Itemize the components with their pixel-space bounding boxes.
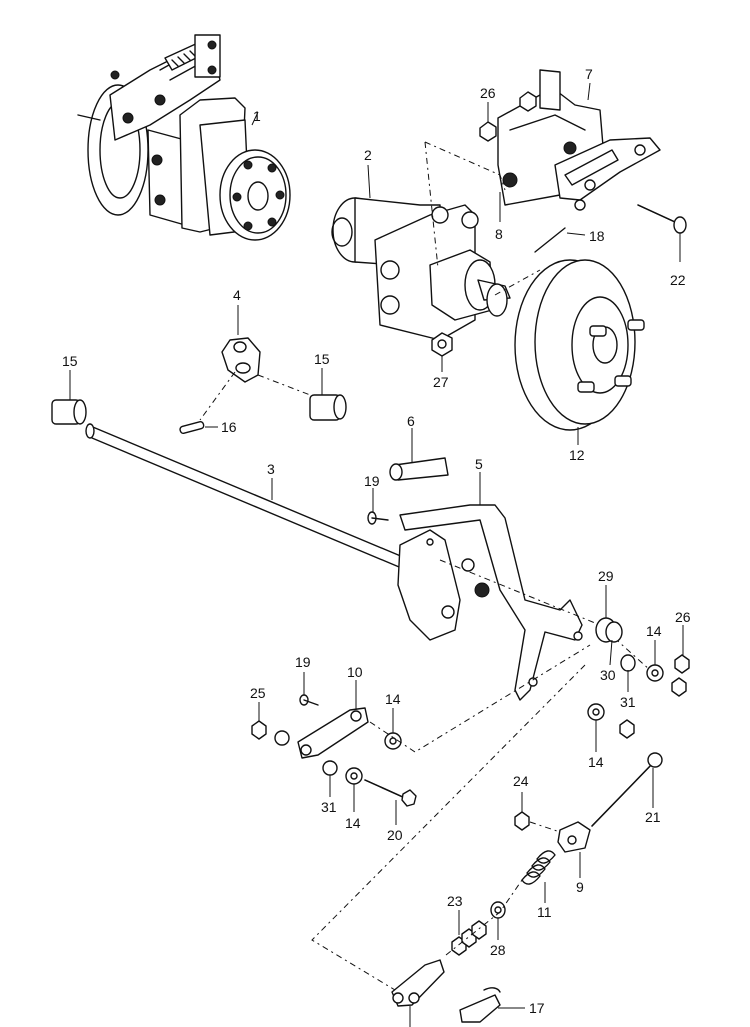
part-1-brake-hub-assembly	[77, 34, 291, 241]
part-17-clip	[459, 987, 501, 1023]
part-7-caliper	[497, 69, 661, 211]
leader-2	[367, 164, 371, 199]
callout-10: 10	[347, 664, 363, 680]
callout-1: 1	[253, 108, 261, 124]
part-20-bolt	[364, 779, 417, 807]
part-15-bushing-right	[309, 394, 347, 421]
part-11-spring	[521, 850, 556, 885]
callout-14-right: 14	[646, 623, 662, 639]
part-31-washer-right	[620, 654, 636, 672]
part-14-washer-left	[345, 767, 363, 785]
leader-7	[587, 82, 591, 101]
callout-26-right: 26	[675, 609, 691, 625]
callout-15-right: 15	[314, 351, 330, 367]
callout-16: 16	[221, 419, 237, 435]
callout-14-left: 14	[345, 815, 361, 831]
callout-31-right: 31	[620, 694, 636, 710]
assembly-line-10-14	[369, 644, 591, 753]
part-15-bushing-left	[51, 399, 87, 425]
assembly-line-lower	[311, 664, 586, 991]
callout-28: 28	[490, 942, 506, 958]
part-2-wheel-motor	[331, 197, 511, 341]
callout-6: 6	[407, 413, 415, 429]
assembly-line-clevis	[445, 879, 523, 956]
leader-30	[609, 639, 613, 666]
assembly-line-4-15	[257, 374, 319, 399]
part-26-nut-right	[671, 654, 690, 697]
part-clevis	[391, 959, 445, 1007]
part-29-spacer	[595, 617, 623, 643]
callout-22: 22	[670, 272, 686, 288]
part-12-brake-disc	[514, 259, 645, 431]
callout-19-lower: 19	[295, 654, 311, 670]
part-22-bolt	[637, 204, 687, 234]
callout-17: 17	[529, 1000, 545, 1016]
callout-30: 30	[600, 667, 616, 683]
assembly-line-4-16	[199, 371, 236, 421]
part-19-bolt-lower	[299, 694, 319, 706]
part-21-long-bolt	[591, 752, 663, 827]
leader-18	[566, 232, 586, 236]
part-6-cover	[389, 457, 449, 481]
assembly-line-upper-a	[424, 141, 506, 191]
part-26-nut-top	[479, 121, 497, 142]
assembly-line-9-24	[529, 821, 561, 833]
callout-14-mid: 14	[385, 691, 401, 707]
callout-3: 3	[267, 461, 275, 477]
part-18-pin	[534, 227, 566, 253]
part-14-washer-right	[646, 664, 664, 682]
part-28-washer	[490, 901, 506, 919]
callout-21: 21	[645, 809, 661, 825]
callout-4: 4	[233, 287, 241, 303]
part-19-bolt-top	[367, 511, 389, 525]
callout-5: 5	[475, 456, 483, 472]
callout-14-lower: 14	[588, 754, 604, 770]
part-31-washer-left	[322, 760, 338, 776]
callout-labels: 1 2 3 4 5 6 7 8 9 10 11 12 14 14 14 14 1…	[62, 66, 691, 1016]
leader-1	[251, 111, 259, 126]
part-4-bracket	[221, 337, 261, 383]
part-23-jam-nuts	[451, 920, 487, 956]
callout-26-top: 26	[480, 85, 496, 101]
part-nut-caliper	[519, 91, 537, 112]
assembly-line-upper-c	[494, 269, 541, 296]
callout-12: 12	[569, 447, 585, 463]
callout-20: 20	[387, 827, 403, 843]
part-9-swivel-block	[557, 821, 591, 853]
part-5-brake-lever	[397, 504, 583, 701]
callout-18: 18	[589, 228, 605, 244]
callout-11: 11	[537, 904, 552, 920]
callout-29: 29	[598, 568, 614, 584]
part-14-washer-lower	[587, 703, 635, 739]
callout-9: 9	[576, 879, 584, 895]
callout-7: 7	[585, 66, 593, 82]
callout-19-top: 19	[364, 473, 380, 489]
callout-27: 27	[433, 374, 449, 390]
callout-8: 8	[495, 226, 503, 242]
callout-2: 2	[364, 147, 372, 163]
part-27-nut	[431, 332, 453, 357]
part-25-nut	[251, 720, 290, 746]
part-3-cross-shaft	[85, 423, 435, 581]
assembly-line-upper-b	[424, 141, 439, 269]
callout-25: 25	[250, 685, 266, 701]
part-10-link-plate	[297, 707, 369, 759]
callout-23: 23	[447, 893, 463, 909]
callout-15-left: 15	[62, 353, 78, 369]
callout-31-left: 31	[321, 799, 337, 815]
part-16-roll-pin	[179, 421, 205, 435]
part-24-nut	[514, 811, 530, 831]
callout-24: 24	[513, 773, 529, 789]
